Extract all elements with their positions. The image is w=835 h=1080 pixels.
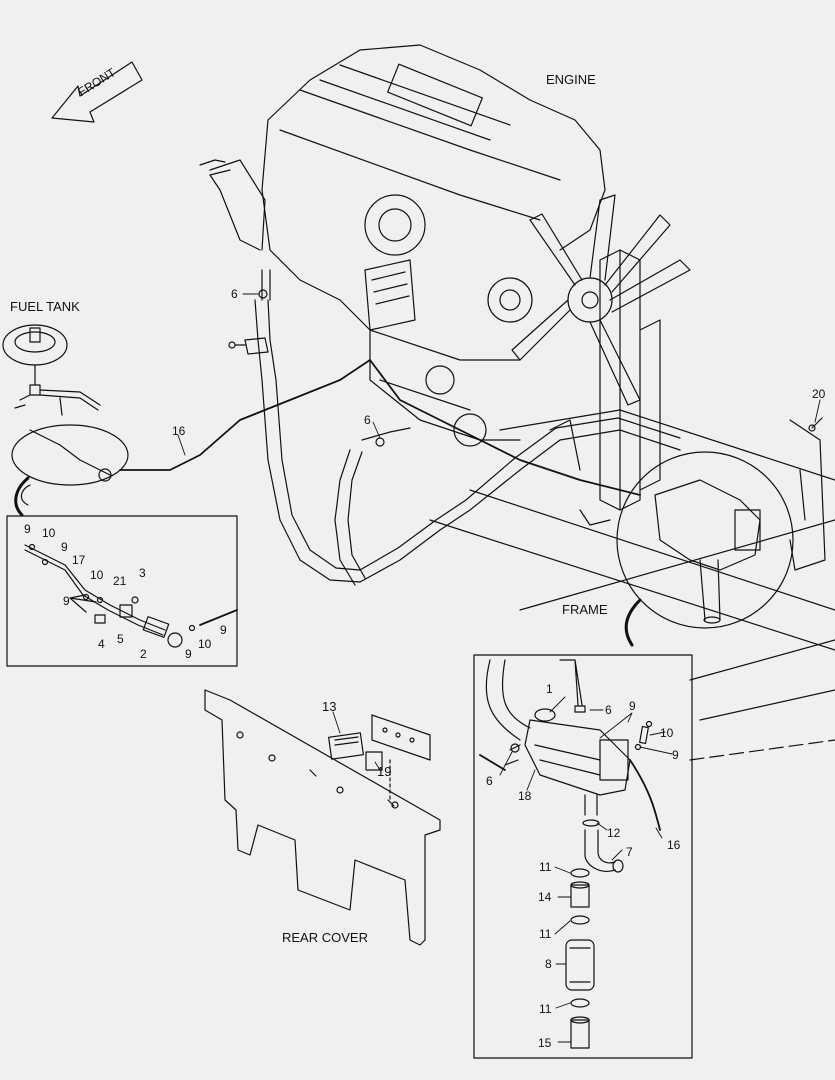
- callout-6: 6: [486, 774, 493, 788]
- callout-10: 10: [198, 637, 212, 651]
- callout-6: 6: [605, 703, 612, 717]
- rear-cover-drawing: [204, 689, 441, 946]
- callout-16: 16: [667, 838, 681, 852]
- heater-magnifier: [616, 451, 794, 629]
- callout-21: 21: [113, 574, 127, 588]
- inset-heater-assembly: [473, 654, 693, 1059]
- callout-9: 9: [629, 699, 636, 713]
- callout-16: 16: [172, 424, 186, 438]
- callout-18: 18: [518, 789, 532, 803]
- leader-lines: [177, 293, 821, 1043]
- callout-17: 17: [72, 553, 86, 567]
- callout-11: 11: [539, 927, 552, 941]
- callout-9: 9: [672, 748, 679, 762]
- callout-14: 14: [538, 890, 552, 904]
- engine-caption: ENGINE: [546, 72, 596, 87]
- callout-4: 4: [98, 637, 105, 651]
- callout-15: 15: [538, 1036, 552, 1050]
- callout-6: 6: [231, 287, 238, 301]
- inset-fuel-fittings: [6, 515, 238, 667]
- callout-5: 5: [117, 632, 124, 646]
- callout-9: 9: [220, 623, 227, 637]
- callout-10: 10: [42, 526, 56, 540]
- fuel-tank-caption: FUEL TANK: [10, 299, 80, 314]
- callout-9: 9: [61, 540, 68, 554]
- fuel-tank-drawing: [2, 324, 101, 416]
- callout-2: 2: [140, 647, 147, 661]
- callout-6: 6: [364, 413, 371, 427]
- engine-drawing: [199, 44, 691, 511]
- fuel-filter-bubble: [11, 424, 129, 506]
- front-arrow-icon: [51, 61, 143, 123]
- callout-10: 10: [660, 726, 674, 740]
- rear-cover-caption: REAR COVER: [282, 930, 368, 945]
- callout-9: 9: [185, 647, 192, 661]
- callout-9: 9: [63, 594, 70, 608]
- hoses-drawing: [119, 269, 681, 586]
- callout-20: 20: [812, 387, 826, 401]
- callout-19: 19: [377, 764, 392, 779]
- callout-11: 11: [539, 1002, 552, 1016]
- callout-3: 3: [139, 566, 146, 580]
- callout-7: 7: [626, 845, 633, 859]
- callout-13: 13: [322, 699, 337, 714]
- frame-drawing: [429, 409, 835, 761]
- callout-8: 8: [545, 957, 552, 971]
- callout-1: 1: [546, 682, 553, 696]
- frame-caption: FRAME: [562, 602, 608, 617]
- callout-12: 12: [607, 826, 621, 840]
- callout-10: 10: [90, 568, 104, 582]
- callout-9: 9: [24, 522, 31, 536]
- callout-11: 11: [539, 860, 552, 874]
